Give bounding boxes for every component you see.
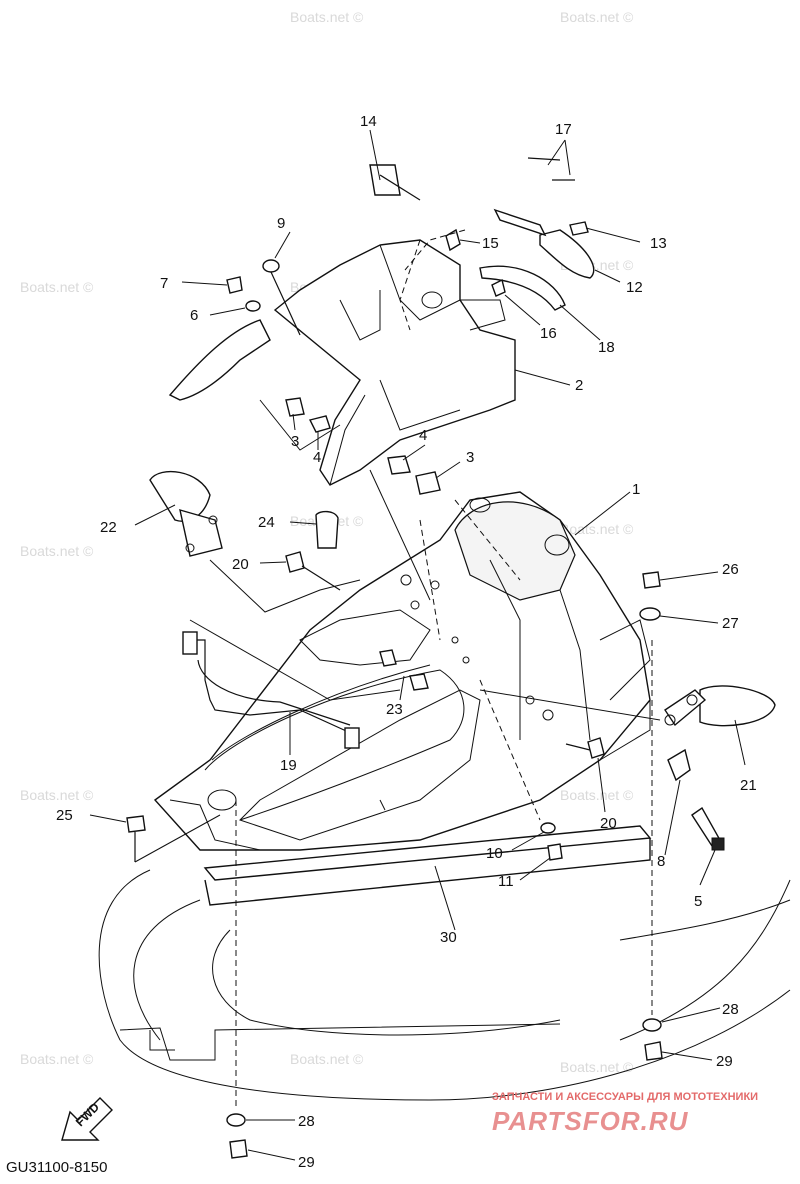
callout-16: 16 (540, 325, 557, 342)
part-16-clip (491, 278, 506, 297)
part-19-handle (185, 639, 356, 736)
callout-9: 9 (277, 215, 285, 232)
part-11-nut (547, 843, 563, 861)
leader-lines (89, 129, 746, 1161)
part-9-bolt-head (262, 259, 280, 273)
callout-20b: 20 (600, 815, 617, 832)
part-25-bolt (126, 815, 146, 833)
handle-bracket-left (182, 631, 198, 655)
part-15-clip (445, 228, 461, 252)
callout-29b: 29 (298, 1154, 315, 1171)
small-hardware (126, 157, 663, 1159)
part-13-clip (569, 221, 589, 236)
brand-tagline: ЗАПЧАСТИ И АКСЕССУАРЫ ДЛЯ МОТОТЕХНИКИ (492, 1091, 758, 1103)
diagram-code: GU31100-8150 (6, 1159, 107, 1176)
callout-1: 1 (632, 481, 640, 498)
part-21-fitting (664, 685, 776, 727)
callout-11: 11 (498, 873, 514, 890)
part-20-bolt (285, 551, 305, 573)
assembly-guides (134, 229, 661, 1110)
part-3-clip-2 (415, 471, 441, 495)
callout-22: 22 (100, 519, 117, 536)
brand-watermark: ЗАПЧАСТИ И АКСЕССУАРЫ ДЛЯ МОТОТЕХНИКИ PA… (492, 1091, 758, 1136)
callout-19: 19 (280, 757, 297, 774)
callout-2: 2 (575, 377, 583, 394)
part-30-gasket (203, 825, 652, 906)
callout-26: 26 (722, 561, 739, 578)
watermark: Boats.net © (20, 787, 94, 803)
part-7-nut (226, 276, 243, 294)
part-17-bracket (493, 208, 547, 237)
part-20-bolt-2 (587, 737, 605, 759)
callout-7: 7 (160, 275, 168, 292)
part-28-washer-2 (226, 1113, 246, 1127)
callout-20a: 20 (232, 556, 249, 573)
callout-28b: 28 (298, 1113, 315, 1130)
part-27-washer (639, 607, 661, 621)
part-4-bolt (308, 415, 331, 433)
callout-30: 30 (440, 929, 457, 946)
part-17-pins (527, 157, 575, 181)
watermark: Boats.net © (560, 9, 634, 25)
watermark: Boats.net © (560, 521, 634, 537)
part-29-nut-2 (229, 1139, 248, 1159)
hull-outline (98, 869, 791, 1101)
brand-name: PARTSFOR.RU (492, 1106, 689, 1136)
part-3-clip (285, 397, 305, 417)
handle-bracket-right (344, 727, 360, 749)
parts-5-8-fittings (667, 748, 725, 851)
part-24-grommet (315, 510, 339, 549)
callout-28a: 28 (722, 1001, 739, 1018)
part-28-washer (642, 1018, 662, 1032)
callout-10: 10 (486, 845, 503, 862)
part-14-bracket (369, 164, 401, 196)
watermark: Boats.net © (20, 543, 94, 559)
part-2-side-trim (168, 319, 271, 401)
part-26-bolt (642, 571, 661, 589)
part-22-fitting (149, 470, 223, 557)
fwd-arrow: FWD (61, 1097, 113, 1141)
callout-21: 21 (740, 777, 757, 794)
callout-3a: 3 (291, 433, 299, 450)
callout-25: 25 (56, 807, 73, 824)
callout-29a: 29 (716, 1053, 733, 1070)
watermark: Boats.net © (560, 787, 634, 803)
part-23-bolt-2 (409, 673, 429, 691)
part-2-cover (273, 239, 516, 486)
callout-5: 5 (694, 893, 702, 910)
callout-3b: 3 (466, 449, 474, 466)
callout-4b: 4 (419, 427, 427, 444)
part-12-cover (539, 229, 595, 279)
callout-14: 14 (360, 113, 377, 130)
callout-8: 8 (657, 853, 665, 870)
callout-24: 24 (258, 514, 275, 531)
callout-13: 13 (650, 235, 667, 252)
watermark: Boats.net © (290, 9, 364, 25)
watermark: Boats.net © (20, 279, 94, 295)
part-23-bolt (379, 649, 397, 667)
part-29-nut (644, 1041, 663, 1061)
callout-15: 15 (482, 235, 499, 252)
callout-4a: 4 (313, 449, 321, 466)
watermark: Boats.net © (290, 1051, 364, 1067)
callout-6: 6 (190, 307, 198, 324)
callout-27: 27 (722, 615, 739, 632)
part-10-washer (540, 822, 556, 834)
callout-23: 23 (386, 701, 403, 718)
callout-17: 17 (555, 121, 572, 138)
callout-12: 12 (626, 279, 643, 296)
part-6-washer (245, 300, 261, 312)
callout-labels: 14 17 9 15 13 7 12 6 16 18 2 4 3 3 4 1 2… (56, 113, 757, 1171)
part-4-bolt-2 (387, 455, 411, 475)
callout-18: 18 (598, 339, 615, 356)
watermark: Boats.net © (20, 1051, 94, 1067)
part-18-strip (479, 265, 566, 311)
part-1-deck (153, 491, 651, 851)
watermark: Boats.net © (560, 1059, 634, 1075)
